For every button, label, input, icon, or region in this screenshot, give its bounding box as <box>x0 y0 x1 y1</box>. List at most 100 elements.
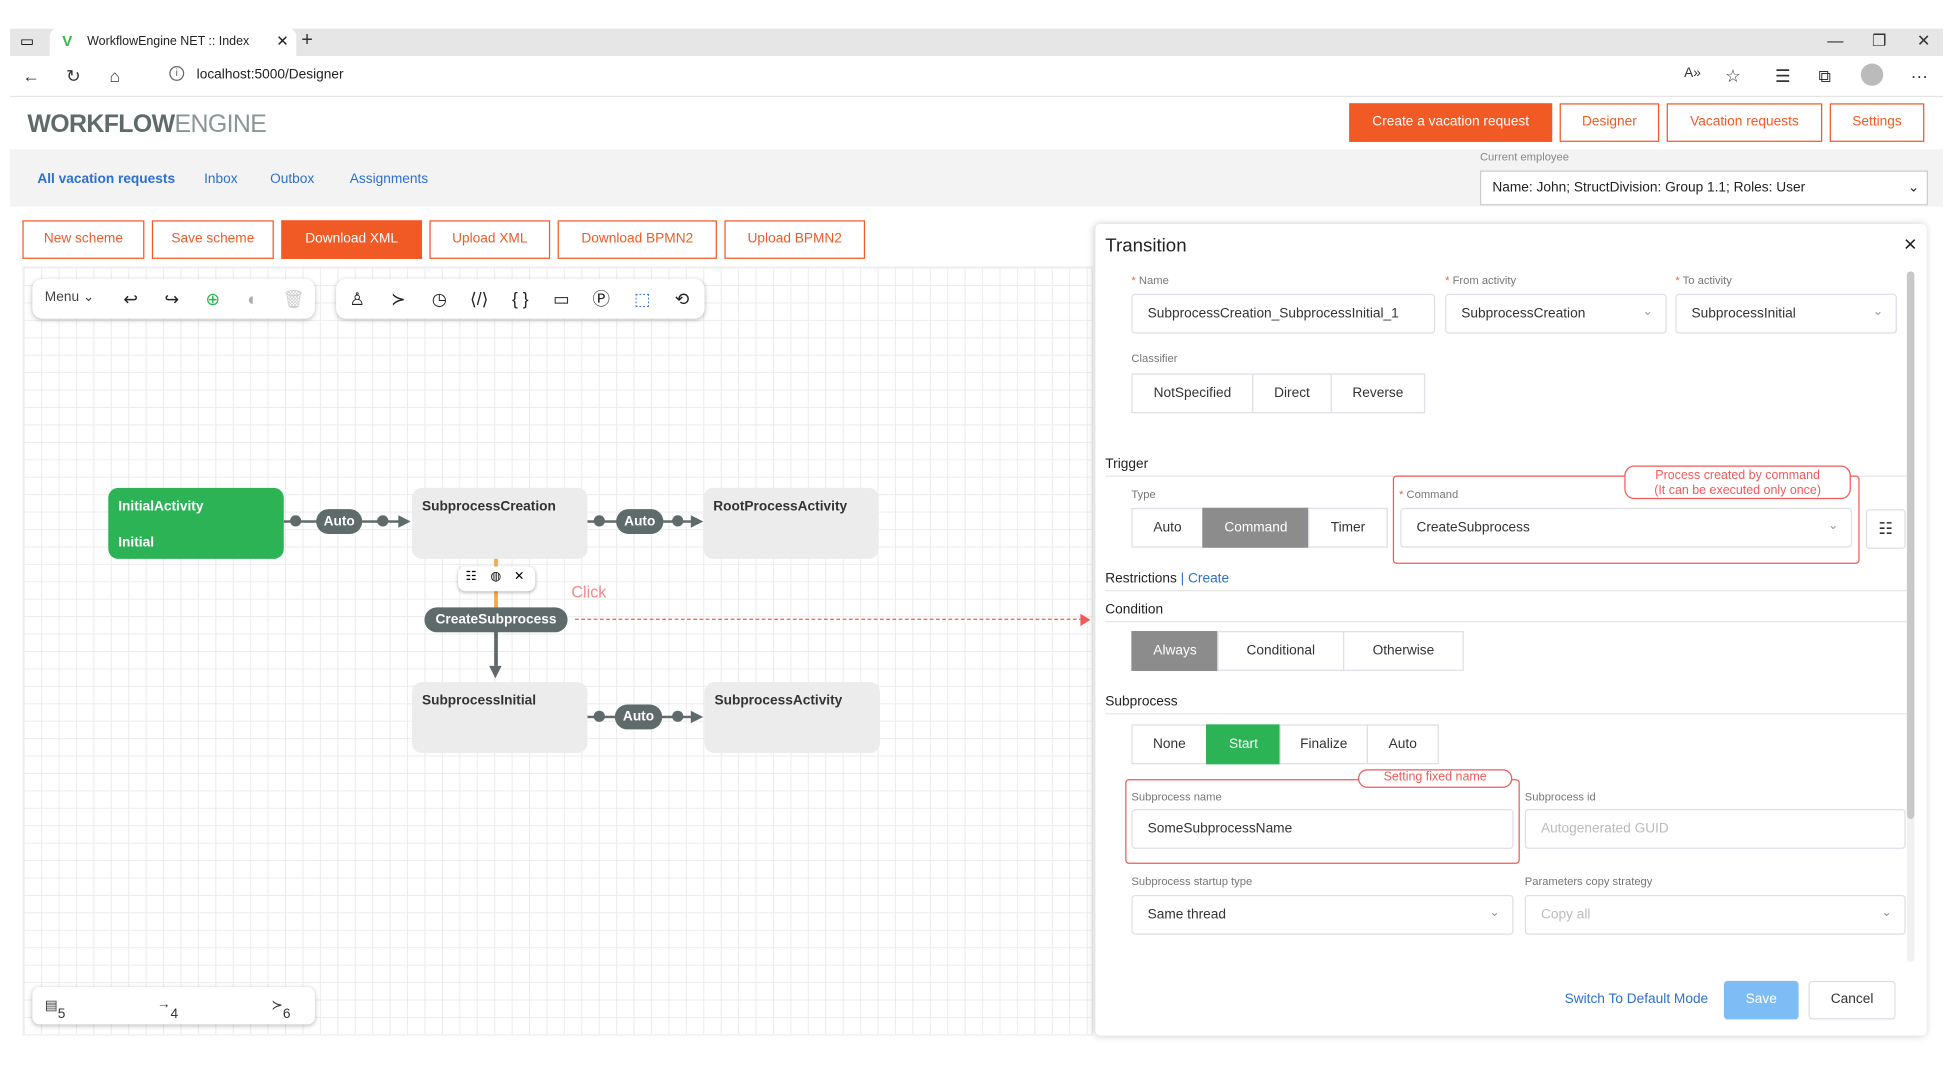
tab-actions-icon[interactable]: ▭ <box>19 32 35 50</box>
url-text: localhost:5000/Designer <box>196 67 344 83</box>
subprocess-none[interactable]: None <box>1131 724 1208 765</box>
upload-xml-button[interactable]: Upload XML <box>429 220 551 259</box>
trigger-command[interactable]: Command <box>1202 507 1310 548</box>
upload-bpmn2-button[interactable]: Upload BPMN2 <box>724 220 866 259</box>
nav-all-vacation-requests[interactable]: All vacation requests <box>37 171 176 187</box>
designer-button[interactable]: Designer <box>1559 103 1660 142</box>
classifier-direct[interactable]: Direct <box>1252 373 1332 414</box>
process-info-icon[interactable]: Ⓟ <box>592 288 610 309</box>
close-icon[interactable]: × <box>1903 231 1917 257</box>
favorite-add-icon[interactable]: ☆ <box>1725 65 1741 86</box>
selection-icon[interactable]: ⬚ <box>634 288 651 309</box>
parameters-icon[interactable]: { } <box>512 288 529 309</box>
restore-icon[interactable]: ❐ <box>1872 31 1887 50</box>
transition-createsubprocess[interactable]: CreateSubprocess <box>424 607 568 633</box>
activity-initialactivity[interactable]: InitialActivity Initial <box>108 487 284 559</box>
nav-assignments[interactable]: Assignments <box>349 171 429 187</box>
connector-dot <box>290 515 302 527</box>
condition-always[interactable]: Always <box>1131 631 1219 671</box>
transition-auto-2[interactable]: Auto <box>616 509 664 534</box>
minimize-icon[interactable]: — <box>1827 31 1844 50</box>
save-scheme-button[interactable]: Save scheme <box>151 220 274 259</box>
download-bpmn2-button[interactable]: Download BPMN2 <box>557 220 717 259</box>
download-xml-button[interactable]: Download XML <box>281 220 422 259</box>
undo-icon[interactable]: ↩ <box>123 288 138 309</box>
subprocess-id-input[interactable]: Autogenerated GUID <box>1524 809 1906 849</box>
command-parameters-button[interactable]: ☷ <box>1865 509 1906 549</box>
commands-count[interactable]: ≻ 6 <box>271 998 291 1022</box>
current-employee-label: Current employee <box>1479 150 1570 164</box>
name-input[interactable]: SubprocessCreation_SubprocessInitial_1 <box>1131 293 1436 334</box>
activity-subprocessinitial[interactable]: SubprocessInitial <box>411 682 588 754</box>
new-tab-icon[interactable]: + <box>301 29 313 52</box>
from-activity-select[interactable]: SubprocessCreation⌄ <box>1445 293 1667 334</box>
classifier-reverse[interactable]: Reverse <box>1330 373 1426 414</box>
comments-count[interactable]: ▤ 5 <box>44 998 66 1022</box>
vacation-requests-button[interactable]: Vacation requests <box>1666 103 1823 142</box>
close-tab-icon[interactable]: ✕ <box>276 32 289 50</box>
subprocess-start[interactable]: Start <box>1206 724 1281 765</box>
transition-auto-1[interactable]: Auto <box>316 509 363 534</box>
menu-dropdown[interactable]: Menu ⌄ <box>44 290 95 305</box>
switch-default-mode-link[interactable]: Switch To Default Mode <box>1564 992 1709 1007</box>
back-icon[interactable]: ← <box>22 65 40 86</box>
favorites-icon[interactable]: ☰ <box>1774 65 1791 86</box>
command-select[interactable]: CreateSubprocess⌄ <box>1400 507 1853 548</box>
redo-icon[interactable]: ↪ <box>164 288 180 309</box>
trigger-timer[interactable]: Timer <box>1308 507 1388 548</box>
startup-type-select[interactable]: Same thread⌄ <box>1131 894 1514 935</box>
palette-icon[interactable]: ◍ <box>490 570 502 584</box>
nav-outbox[interactable]: Outbox <box>270 171 315 187</box>
condition-otherwise[interactable]: Otherwise <box>1343 631 1464 671</box>
timers-icon[interactable]: ◷ <box>431 288 447 309</box>
create-vacation-request-button[interactable]: Create a vacation request <box>1349 103 1553 142</box>
subprocess-auto[interactable]: Auto <box>1366 724 1439 765</box>
classifier-notspecified[interactable]: NotSpecified <box>1131 373 1254 414</box>
history-icon[interactable]: ⟲ <box>674 288 690 309</box>
add-icon[interactable]: ⊕ <box>205 288 221 309</box>
close-icon[interactable]: ✕ <box>514 570 525 584</box>
more-options-icon[interactable]: ··· <box>1910 65 1929 86</box>
code-actions-icon[interactable]: ⟨/⟩ <box>469 288 489 309</box>
close-window-icon[interactable]: ✕ <box>1916 31 1931 50</box>
panel-scrollbar[interactable] <box>1906 271 1915 963</box>
new-scheme-button[interactable]: New scheme <box>22 220 145 259</box>
workflowengine-logo[interactable]: WORKFLOWENGINE <box>27 110 267 139</box>
settings-sliders-icon[interactable]: ☷ <box>465 570 477 584</box>
trigger-auto[interactable]: Auto <box>1131 507 1204 548</box>
to-activity-select[interactable]: SubprocessInitial⌄ <box>1675 293 1897 334</box>
subprocess-finalize[interactable]: Finalize <box>1279 724 1368 765</box>
transitions-count[interactable]: → 4 <box>156 997 179 1022</box>
cancel-button[interactable]: Cancel <box>1808 980 1896 1020</box>
profile-avatar-icon[interactable] <box>1860 63 1884 86</box>
save-button[interactable]: Save <box>1723 980 1799 1020</box>
condition-conditional[interactable]: Conditional <box>1217 631 1345 671</box>
refresh-icon[interactable]: ↻ <box>65 65 81 86</box>
annotation-arrow-head <box>1080 613 1091 627</box>
subprocess-name-input[interactable]: SomeSubprocessName <box>1131 809 1514 849</box>
designer-canvas[interactable] <box>22 266 1093 1036</box>
arrow-head <box>690 710 704 724</box>
delete-icon[interactable]: 🗑 <box>282 288 305 309</box>
divider <box>1105 621 1907 623</box>
scrollbar-thumb[interactable] <box>1906 271 1915 820</box>
site-info-icon[interactable]: i <box>169 65 185 81</box>
current-employee-select[interactable]: Name: John; StructDivision: Group 1.1; R… <box>1479 170 1929 206</box>
copy-strategy-select[interactable]: Copy all⌄ <box>1524 894 1906 935</box>
transition-auto-3[interactable]: Auto <box>614 704 663 730</box>
home-icon[interactable]: ⌂ <box>109 65 121 86</box>
commands-icon[interactable]: ≻ <box>390 288 406 309</box>
actors-icon[interactable]: ♙ <box>349 288 366 309</box>
toggle-icon[interactable]: ◐ <box>247 288 258 309</box>
settings-button[interactable]: Settings <box>1829 103 1925 142</box>
nav-inbox[interactable]: Inbox <box>204 171 238 187</box>
activity-subprocesscreation[interactable]: SubprocessCreation <box>411 487 588 559</box>
restrictions-create-link[interactable]: Create <box>1188 571 1230 587</box>
activity-rootprocessactivity[interactable]: RootProcessActivity <box>703 487 879 559</box>
comments-icon[interactable]: ▭ <box>553 288 570 309</box>
url-field[interactable]: i localhost:5000/Designer <box>159 62 1814 89</box>
browser-tab[interactable]: V WorkflowEngine NET :: Index ✕ <box>49 28 297 57</box>
read-aloud-icon[interactable]: A» <box>1684 65 1701 81</box>
activity-subprocessactivity[interactable]: SubprocessActivity <box>704 682 881 754</box>
collections-icon[interactable]: ⧉ <box>1818 65 1831 86</box>
